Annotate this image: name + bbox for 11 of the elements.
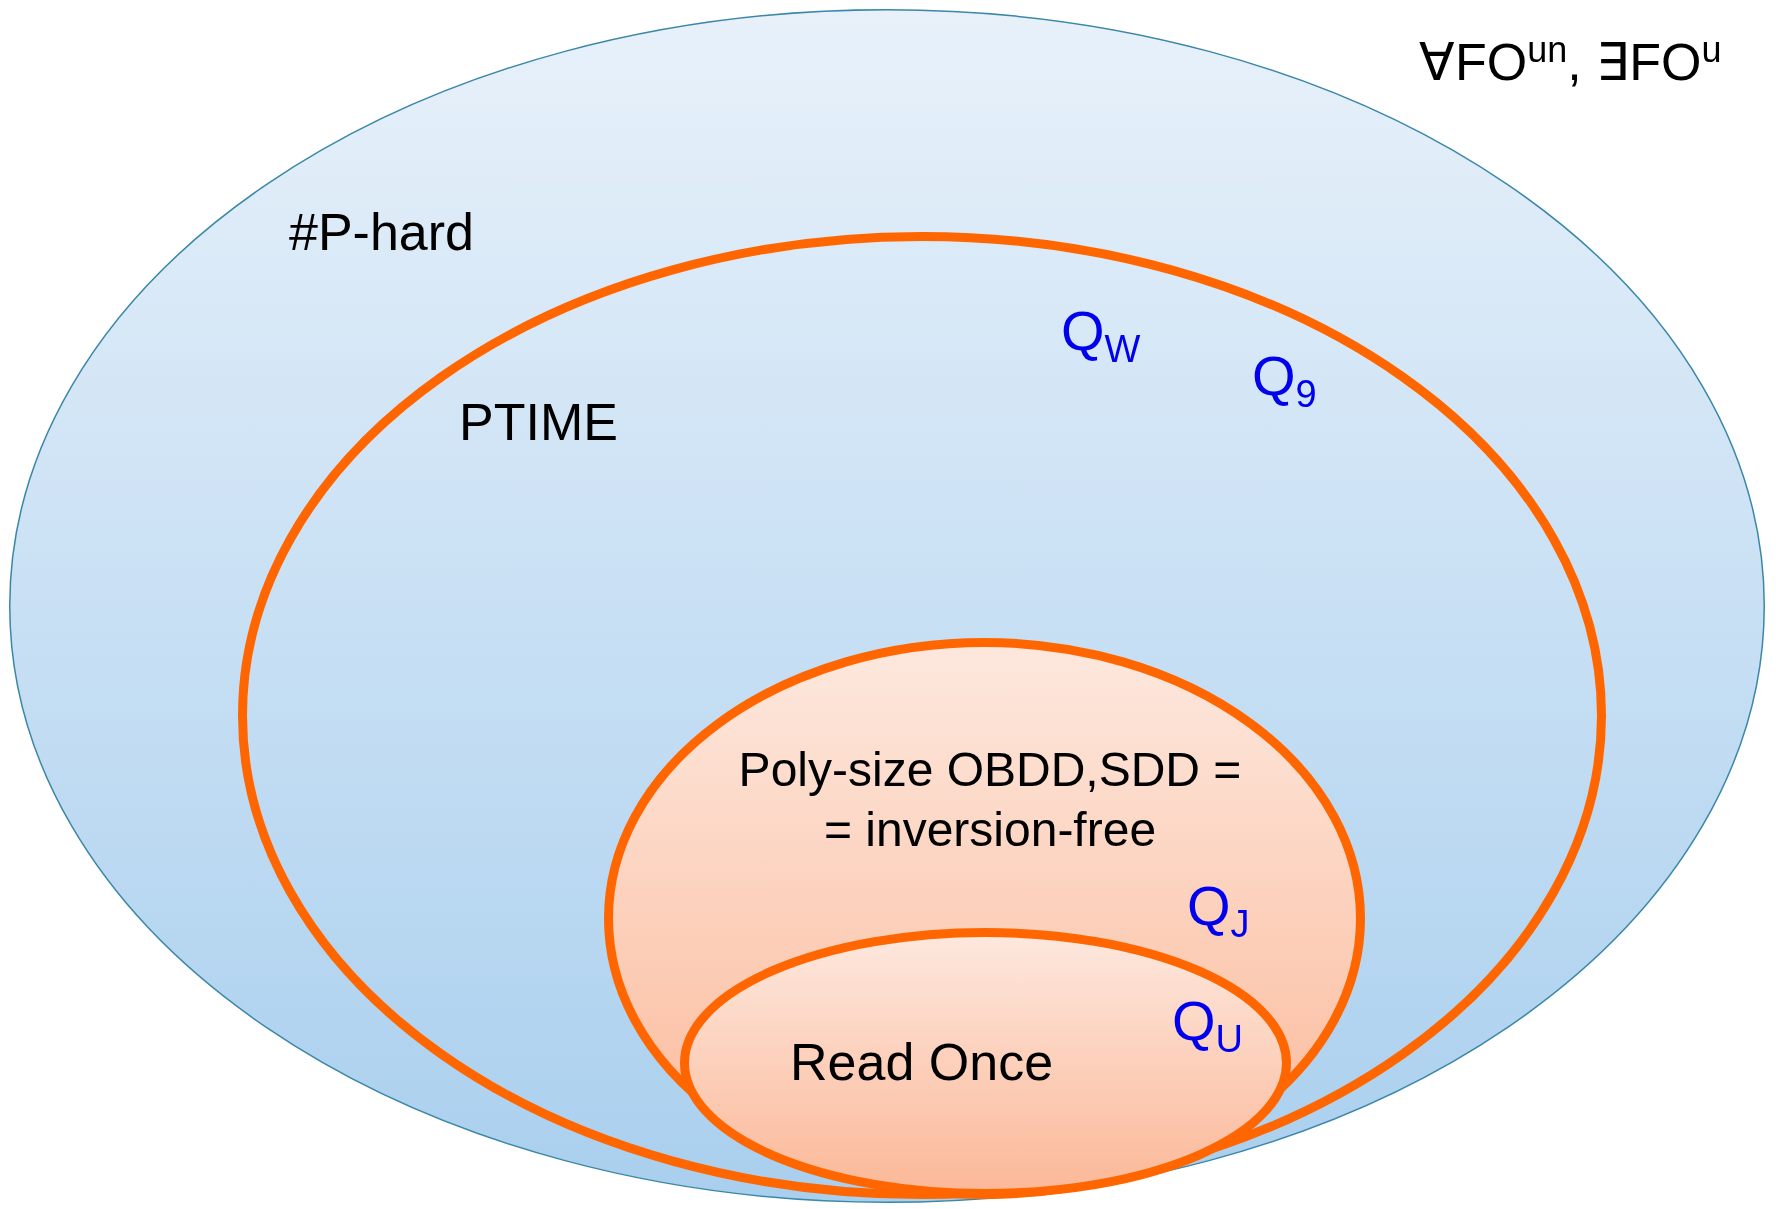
quantifier-label: ∀FO$^{un}$, ∃FO$^{u}$ bbox=[1419, 30, 1722, 92]
query-label: Q$_{J}$ bbox=[1187, 875, 1250, 946]
query-label: Q$_{U}$ bbox=[1172, 990, 1243, 1061]
set-label: PTIME bbox=[459, 392, 618, 453]
set-label: #P-hard bbox=[289, 202, 474, 263]
set-ellipse bbox=[604, 638, 1365, 1199]
set-label: Poly-size OBDD,SDD = = inversion-free bbox=[737, 742, 1243, 858]
query-label: Q$_{W}$ bbox=[1061, 300, 1141, 371]
set-ellipse bbox=[9, 9, 1765, 1203]
set-label: Read Once bbox=[790, 1032, 1054, 1093]
query-label: Q$_{9}$ bbox=[1252, 345, 1317, 416]
